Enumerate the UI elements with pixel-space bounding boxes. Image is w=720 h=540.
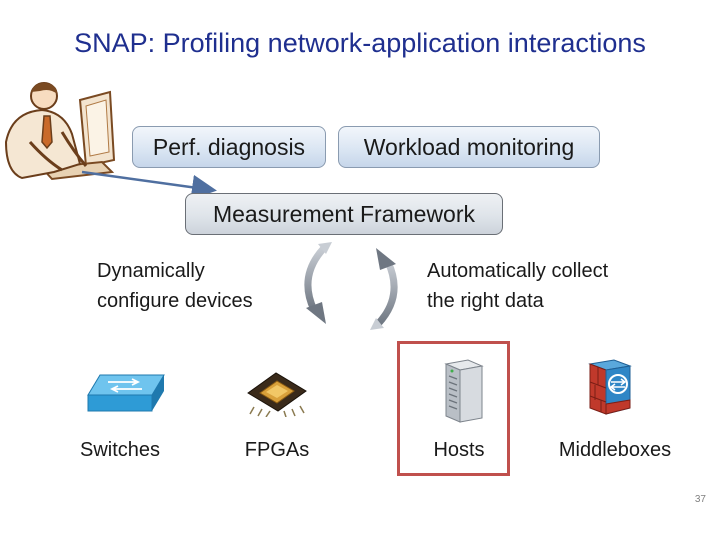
device-label-switches: Switches [79,439,161,461]
hosts-highlight-box [397,341,510,476]
page-number: 37 [694,494,706,505]
firewall-icon [588,359,632,415]
server-icon [444,359,484,423]
collect-data-text: Automatically collect the right data [427,260,609,312]
fpga-chip-icon [247,372,307,417]
device-label-middleboxes: Middleboxes [558,439,672,461]
user-at-computer-icon [4,82,116,181]
configure-devices-text: Dynamically configure devices [97,260,253,312]
slide-title: SNAP: Profiling network-application inte… [74,28,646,58]
switch-icon [87,374,165,412]
device-label-fpgas: FPGAs [244,439,310,461]
workload-monitoring-box: Workload monitoring [338,126,600,168]
cycle-arrows-icon [304,242,398,330]
perf-diagnosis-box: Perf. diagnosis [132,126,326,168]
measurement-framework-box: Measurement Framework [185,193,503,235]
device-label-hosts: Hosts [433,439,485,461]
